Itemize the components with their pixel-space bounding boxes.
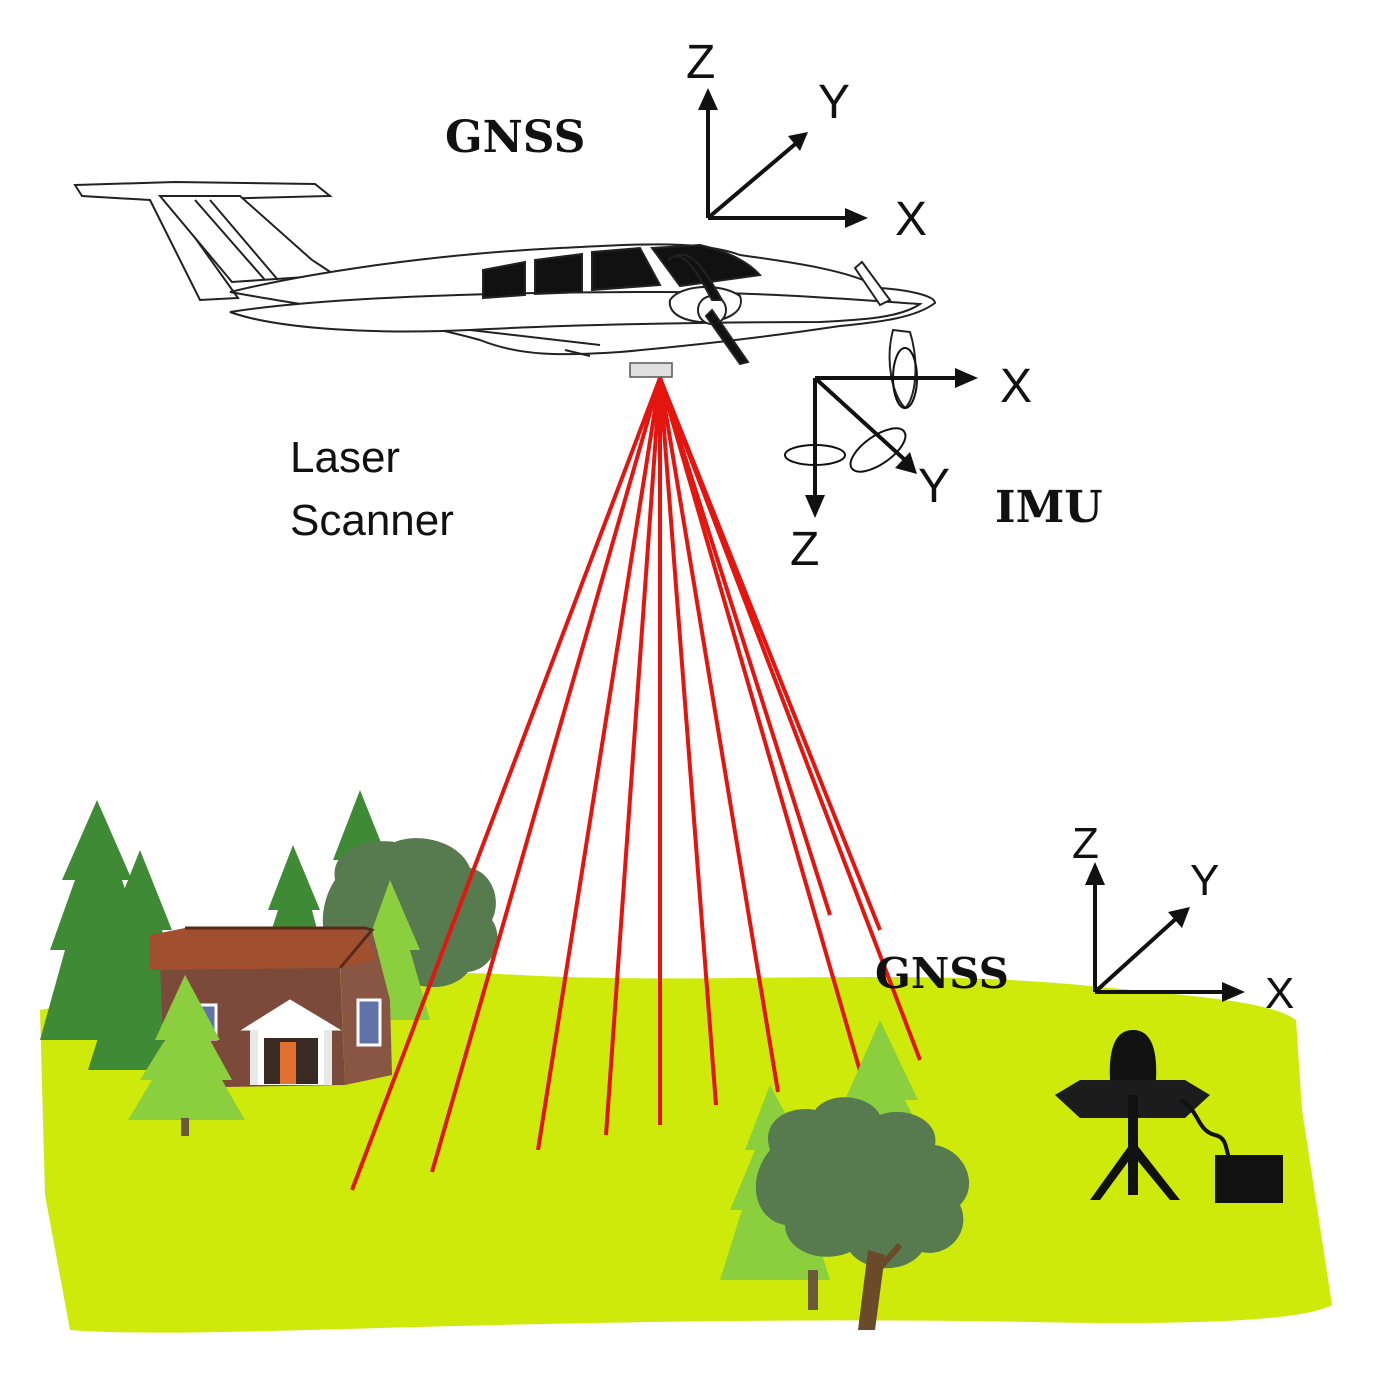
tree-icon: [128, 975, 245, 1120]
laser-beam: [536, 377, 662, 1151]
house-icon: [150, 926, 392, 1088]
laser-beam: [658, 377, 780, 1093]
imu-axes: [784, 347, 978, 518]
gnss-base-station-icon: [1055, 1030, 1283, 1203]
tree-icon: [755, 1097, 970, 1269]
axis-label-y: Y: [918, 460, 950, 513]
imu-label: IMU: [995, 482, 1103, 533]
laser-beam: [430, 377, 662, 1173]
axis-label-z: Z: [686, 36, 715, 89]
house-door: [280, 1042, 296, 1084]
laser-beam: [658, 377, 882, 931]
laser-beam: [658, 377, 832, 916]
axis-label-x: X: [895, 193, 927, 246]
laser-beam: [350, 377, 662, 1191]
laser-scanner-icon: [629, 362, 673, 378]
laser-beam: [658, 377, 864, 1079]
tree-group-right: [720, 1020, 970, 1330]
axis-label-z: Z: [1072, 819, 1099, 868]
laser-beam: [658, 377, 718, 1106]
axis-label-y: Y: [818, 76, 850, 129]
laser-scanner-label-line1: Laser: [290, 433, 400, 482]
gnss-ground-axes: [1085, 862, 1245, 1002]
house-roof: [150, 928, 375, 970]
axis-label-z: Z: [790, 523, 819, 576]
axis-label-y: Y: [1190, 856, 1219, 905]
laser-beam-fan: [350, 377, 922, 1191]
gnss-air-axes: [698, 88, 868, 228]
laser-scanner-label-line2: Scanner: [290, 496, 454, 545]
conifer-front-left: [128, 975, 245, 1136]
laser-beam: [604, 377, 662, 1136]
gnss-ground-label: GNSS: [875, 949, 1009, 998]
airplane-icon: [73, 180, 937, 410]
axis-label-x: X: [1000, 360, 1032, 413]
gnss-air-label: GNSS: [445, 112, 585, 163]
axis-label-x: X: [1265, 969, 1294, 1018]
